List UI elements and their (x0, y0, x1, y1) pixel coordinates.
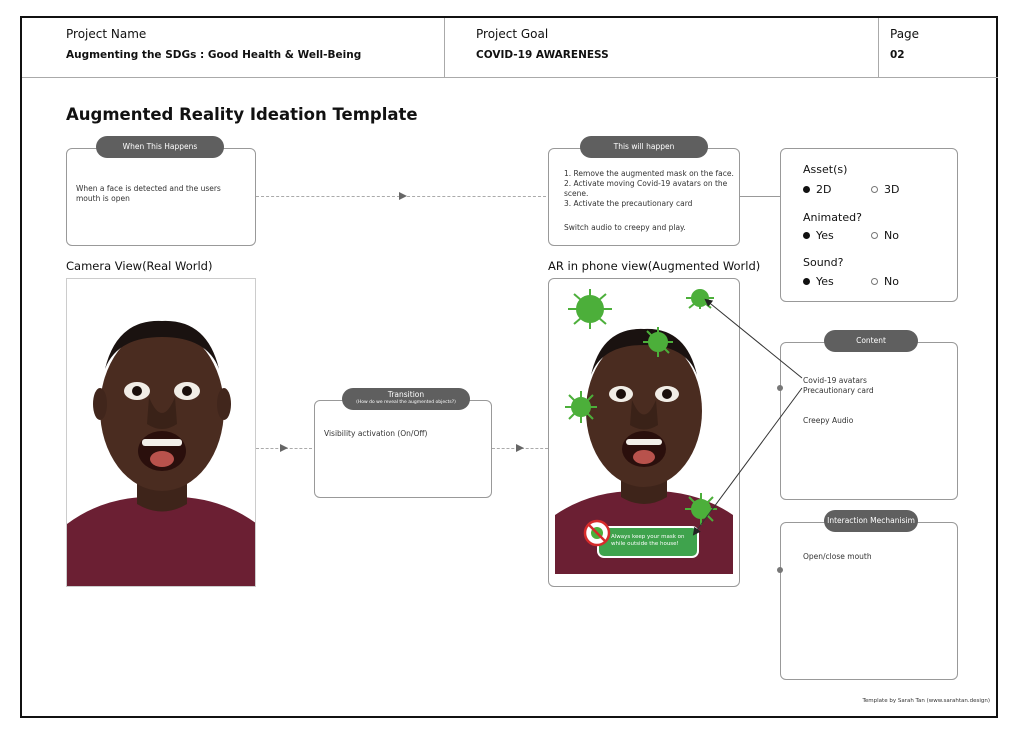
precautionary-card-text: Always keep your mask on while outside t… (611, 534, 685, 547)
project-goal-value: COVID-19 AWARENESS (476, 49, 609, 61)
sound-label: Sound? (803, 256, 844, 269)
virus-icon (568, 289, 612, 329)
project-name-label: Project Name (66, 27, 147, 41)
animated-no-label: No (884, 229, 899, 242)
transition-pill-subtitle: (How do we reveal the augmented objects?… (356, 400, 456, 405)
interaction-pill: Interaction Mechanisim (824, 510, 918, 532)
project-goal-label: Project Goal (476, 27, 549, 41)
radio-selected-icon (803, 232, 810, 239)
template-frame: Project Name Augmenting the SDGs : Good … (20, 16, 998, 718)
virus-icon (685, 493, 717, 525)
virus-icon (565, 391, 597, 423)
camera-view-photo (66, 278, 256, 587)
arrow-right-icon (280, 444, 288, 452)
asset-3d-radio[interactable]: 3D (871, 183, 899, 196)
page-cell: Page 02 (890, 18, 980, 78)
options-connector (740, 196, 780, 197)
page-number: 02 (890, 49, 905, 61)
when-this-happens-pill: When This Happens (96, 136, 224, 158)
interaction-anchor-dot (777, 567, 783, 573)
asset-2d-label: 2D (816, 183, 832, 196)
animated-label: Animated? (803, 211, 862, 224)
sound-yes-radio[interactable]: Yes (803, 275, 834, 288)
will-happen-extra: Switch audio to creepy and play. (564, 223, 686, 232)
asset-3d-label: 3D (884, 183, 900, 196)
radio-unselected-icon (871, 186, 878, 193)
project-goal-cell: Project Goal COVID-19 AWARENESS (476, 18, 856, 78)
project-name-value: Augmenting the SDGs : Good Health & Well… (66, 49, 362, 61)
radio-selected-icon (803, 186, 810, 193)
virus-icon (643, 327, 673, 357)
radio-unselected-icon (871, 232, 878, 239)
this-will-happen-box: 1. Remove the augmented mask on the face… (548, 148, 740, 246)
when-text: When a face is detected and the users mo… (76, 184, 221, 203)
content-item: Covid-19 avatars (803, 376, 867, 385)
ar-phone-frame: Always keep your mask on while outside t… (548, 278, 740, 587)
content-box: Covid-19 avatars Precautionary card Cree… (780, 342, 958, 500)
content-pill: Content (824, 330, 918, 352)
content-item: Precautionary card (803, 386, 874, 395)
this-will-happen-pill: This will happen (580, 136, 708, 158)
header-bar (22, 18, 998, 78)
ar-view-label: AR in phone view(Augmented World) (548, 259, 761, 273)
page-title: Augmented Reality Ideation Template (66, 105, 418, 124)
content-anchor-dot (777, 385, 783, 391)
animated-no-radio[interactable]: No (871, 229, 899, 242)
interaction-box: Open/close mouth (780, 522, 958, 680)
precautionary-card: Always keep your mask on while outside t… (597, 526, 699, 558)
transition-pill: Transition (How do we reveal the augment… (342, 388, 470, 410)
when-this-happens-box: When a face is detected and the users mo… (66, 148, 256, 246)
pointer-line (692, 387, 803, 536)
virus-icon (686, 289, 714, 309)
header-divider (878, 18, 879, 78)
radio-selected-icon (803, 278, 810, 285)
transition-pill-title: Transition (387, 390, 425, 399)
no-virus-icon (583, 519, 611, 547)
camera-view-label: Camera View(Real World) (66, 259, 213, 273)
sound-no-label: No (884, 275, 899, 288)
face-photo (67, 279, 255, 586)
page-label: Page (890, 27, 920, 41)
asset-label: Asset(s) (803, 163, 848, 176)
animated-yes-label: Yes (816, 229, 834, 242)
options-box: Asset(s) 2D 3D Animated? Yes No Sound? Y… (780, 148, 958, 302)
transition-text: Visibility activation (On/Off) (324, 429, 428, 438)
sound-yes-label: Yes (816, 275, 834, 288)
sound-no-radio[interactable]: No (871, 275, 899, 288)
pointer-arrows (692, 298, 803, 536)
will-happen-item: 2. Activate moving Covid-19 avatars on t… (564, 179, 728, 198)
pointer-line (704, 298, 803, 379)
header-divider (444, 18, 445, 78)
footer-credit: Template by Sarah Tan (www.sarahtan.desi… (862, 698, 990, 704)
will-happen-item: 3. Activate the precautionary card (564, 199, 693, 208)
interaction-text: Open/close mouth (803, 552, 872, 561)
content-item: Creepy Audio (803, 416, 854, 425)
animated-yes-radio[interactable]: Yes (803, 229, 834, 242)
asset-2d-radio[interactable]: 2D (803, 183, 831, 196)
arrow-right-icon (516, 444, 524, 452)
will-happen-item: 1. Remove the augmented mask on the face… (564, 169, 734, 178)
radio-unselected-icon (871, 278, 878, 285)
project-name-cell: Project Name Augmenting the SDGs : Good … (66, 18, 426, 78)
arrow-right-icon (399, 192, 407, 200)
